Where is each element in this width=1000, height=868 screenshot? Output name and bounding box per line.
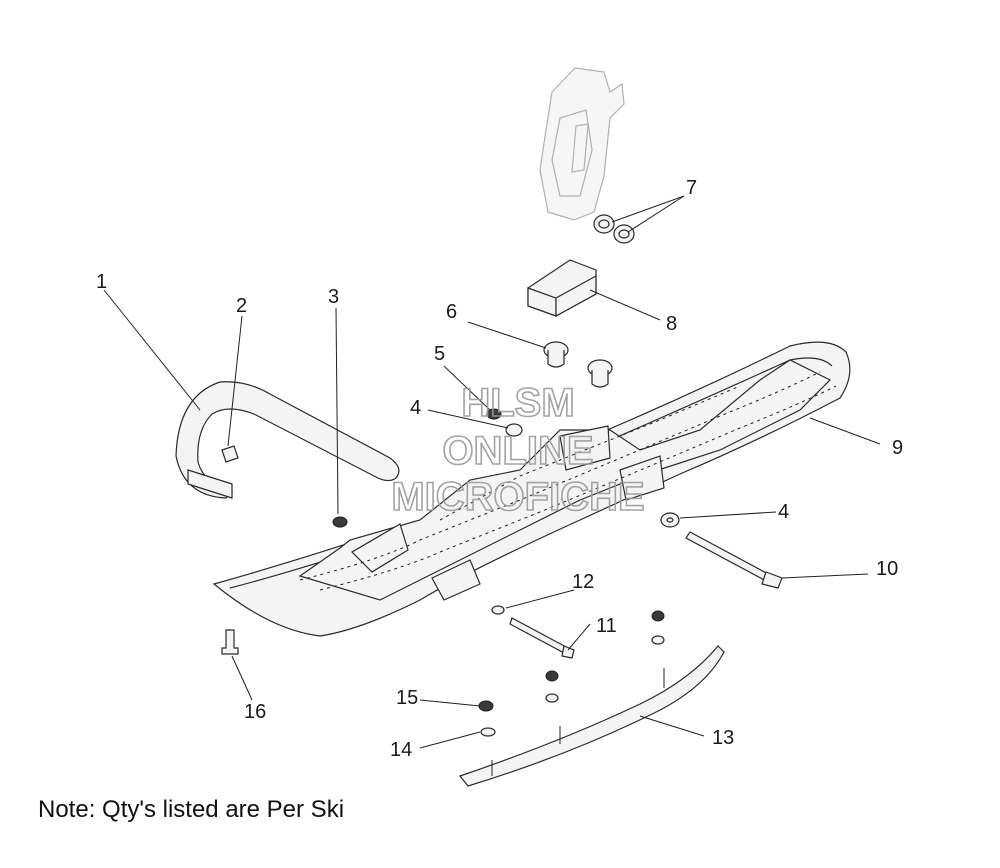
watermark-line-3: MICROFICHE — [391, 475, 644, 519]
callout-15: 15 — [396, 687, 418, 709]
ski-loop-handle — [175, 381, 400, 499]
bushings-6 — [543, 341, 613, 388]
callout-2: 2 — [236, 295, 247, 317]
callout-11: 11 — [596, 615, 617, 637]
callout-5: 5 — [434, 343, 445, 365]
bushing-pair — [593, 214, 635, 244]
leader-lines — [103, 195, 881, 749]
wear-bar — [458, 645, 725, 787]
ski-body — [212, 341, 851, 637]
callout-13: 13 — [712, 727, 734, 749]
callout-3: 3 — [328, 286, 339, 308]
callout-7: 7 — [686, 177, 697, 199]
hardware-11-12 — [491, 605, 575, 659]
watermark-line-1: HLSM — [461, 381, 574, 425]
callout-14: 14 — [390, 739, 412, 761]
spindle-ghost — [539, 67, 625, 221]
stud-16 — [221, 629, 239, 655]
bolt-10 — [685, 531, 783, 589]
callout-10: 10 — [876, 558, 898, 580]
callout-1: 1 — [96, 271, 107, 293]
watermark-line-2: ONLINE — [442, 429, 593, 473]
per-ski-note: Note: Qty's listed are Per Ski — [38, 796, 345, 823]
watermark: HLSM ONLINE MICROFICHE — [391, 380, 646, 520]
callout-12: 12 — [572, 571, 594, 593]
bolt-2 — [221, 445, 239, 463]
nut-3 — [332, 516, 348, 528]
callout-4a: 4 — [410, 397, 421, 419]
wear-block — [527, 259, 597, 318]
callout-16: 16 — [244, 701, 266, 723]
wear-bar-nuts — [478, 610, 665, 737]
callout-4b: 4 — [778, 501, 789, 523]
callout-6: 6 — [446, 301, 457, 323]
callout-labels: 1 2 3 4 4 5 6 7 8 9 10 11 12 13 14 15 16 — [96, 177, 903, 761]
hardware-4-5 — [486, 408, 680, 528]
callout-9: 9 — [892, 437, 903, 459]
callout-8: 8 — [666, 313, 677, 335]
